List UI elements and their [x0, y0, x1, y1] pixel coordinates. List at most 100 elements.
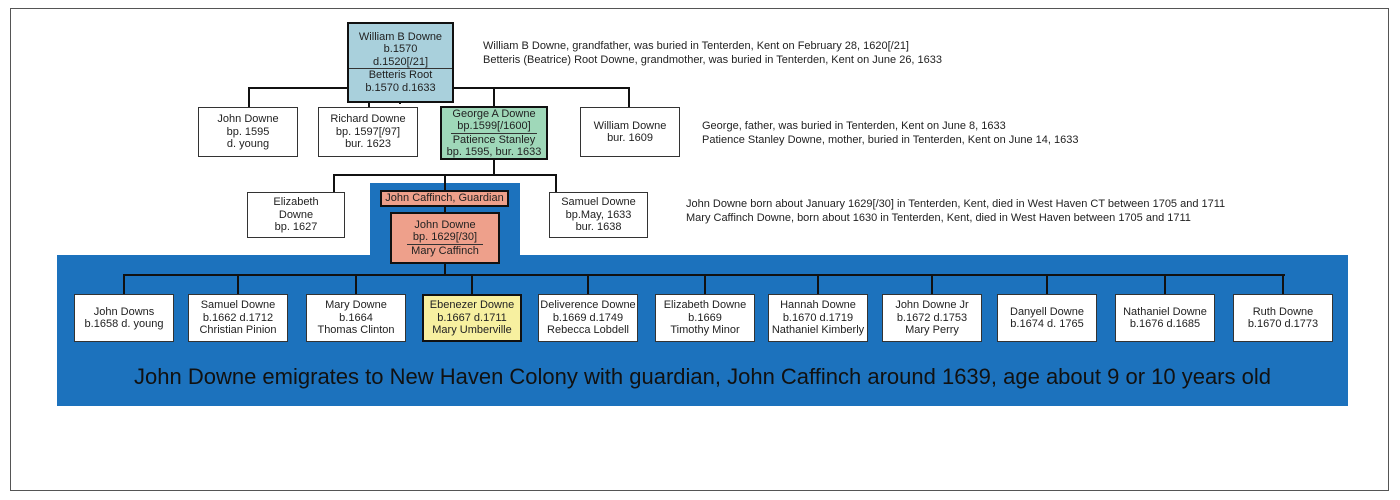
name: Samuel Downe — [561, 196, 636, 209]
name: Richard Downe — [330, 113, 406, 126]
guardian-label: John Caffinch, Guardian — [385, 192, 504, 205]
name: Hannah Downe — [780, 299, 856, 312]
dates: b.1670 d.1719 — [782, 311, 854, 324]
note-line: John Downe born about January 1629[/30] … — [686, 198, 1226, 210]
dates: bp. 1597[/97] — [335, 125, 401, 138]
grandmother-dates: b.1570 d.1633 — [365, 81, 436, 94]
grandparents-notes: William B Downe, grandfather, was buried… — [483, 39, 942, 67]
spouse-name: Christian Pinion — [199, 324, 277, 337]
dates: b.1669 d.1749 — [552, 311, 624, 324]
note-line: William B Downe, grandfather, was buried… — [483, 40, 909, 52]
name: Ebenezer Downe — [429, 299, 515, 312]
dates: d. young — [226, 138, 270, 151]
connector — [817, 274, 819, 294]
connector — [444, 263, 446, 275]
name: Deliverence Downe — [540, 299, 636, 312]
spouse-name: Mary Perry — [905, 324, 959, 337]
connector — [1282, 274, 1284, 294]
mother-dates: bp. 1595, bur. 1633 — [446, 146, 542, 158]
name: William Downe — [593, 119, 667, 132]
dates: b.1676 d.1685 — [1129, 318, 1201, 330]
grandfather-dates: b.1570 d.1520[/21] — [349, 43, 452, 70]
name: Mary Downe — [325, 299, 387, 312]
name: John Downe Jr — [895, 299, 969, 312]
john-notes: John Downe born about January 1629[/30] … — [686, 197, 1225, 225]
connector — [237, 274, 239, 294]
connector — [1046, 274, 1048, 294]
father-name: George A Downe — [452, 107, 536, 120]
name: Danyell Downe — [1010, 305, 1084, 318]
name: Elizabeth Downe — [663, 299, 747, 312]
mother-name: Patience Stanley — [452, 133, 536, 146]
connector — [355, 274, 357, 294]
dates: b.1664 — [339, 311, 373, 324]
grandmother-name: Betteris Root — [368, 69, 433, 82]
note-line: Mary Caffinch Downe, born about 1630 in … — [686, 212, 1191, 224]
spouse-name: Timothy Minor — [670, 324, 740, 337]
connector — [123, 274, 125, 294]
connector — [587, 274, 589, 294]
dates: bur. 1638 — [575, 221, 622, 234]
connector — [555, 174, 557, 192]
dates: b.1674 d. 1765 — [1010, 318, 1084, 330]
parents-notes: George, father, was buried in Tenterden,… — [702, 119, 1079, 147]
name: Ruth Downe — [1252, 305, 1314, 318]
name: Elizabeth — [273, 196, 319, 209]
emigration-caption: John Downe emigrates to New Haven Colony… — [134, 364, 1271, 389]
dates: bp.May, 1633 — [565, 208, 632, 221]
dates: b.1670 d.1773 — [1247, 318, 1319, 330]
connector — [333, 174, 335, 192]
guardian-box[interactable]: John Caffinch, Guardian — [380, 190, 509, 207]
connector — [931, 274, 933, 294]
spouse-name: Thomas Clinton — [317, 324, 395, 337]
connector — [704, 274, 706, 294]
note-line: Betteris (Beatrice) Root Downe, grandmot… — [483, 54, 943, 66]
name: Nathaniel Downe — [1123, 305, 1207, 318]
note-line: George, father, was buried in Tenterden,… — [702, 120, 1006, 132]
name: John Downe — [217, 113, 279, 126]
dates: bp. 1627 — [274, 221, 318, 234]
name: Samuel Downe — [200, 299, 276, 312]
name: Downe — [278, 208, 314, 221]
spouse-name: Mary Umberville — [432, 324, 512, 337]
dates: bur. 1609 — [607, 132, 653, 144]
connector — [1164, 274, 1166, 294]
name: John Downs — [93, 305, 155, 318]
connector — [471, 274, 473, 294]
dates: b.1662 d.1712 — [202, 311, 274, 324]
dates: b.1672 d.1753 — [896, 311, 968, 324]
note-line: Patience Stanley Downe, mother, buried i… — [702, 134, 1079, 146]
dates: b.1669 — [688, 311, 722, 324]
connector — [493, 87, 495, 107]
dates: bur. 1623 — [345, 138, 391, 151]
spouse-name: Nathaniel Kimberly — [771, 324, 865, 337]
name: John Downe — [414, 218, 476, 231]
dates: b.1667 d.1711 — [437, 311, 507, 324]
spouse-name: Mary Caffinch — [411, 244, 479, 257]
connector — [493, 159, 495, 175]
diagram-frame — [10, 8, 1389, 491]
grandparents-box[interactable]: William B Downe b.1570 d.1520[/21] Bette… — [347, 22, 454, 103]
connector — [248, 87, 250, 107]
dates: b.1658 d. young — [84, 318, 164, 330]
father-dates: bp.1599[/1600] — [451, 120, 537, 134]
connector — [628, 87, 630, 107]
